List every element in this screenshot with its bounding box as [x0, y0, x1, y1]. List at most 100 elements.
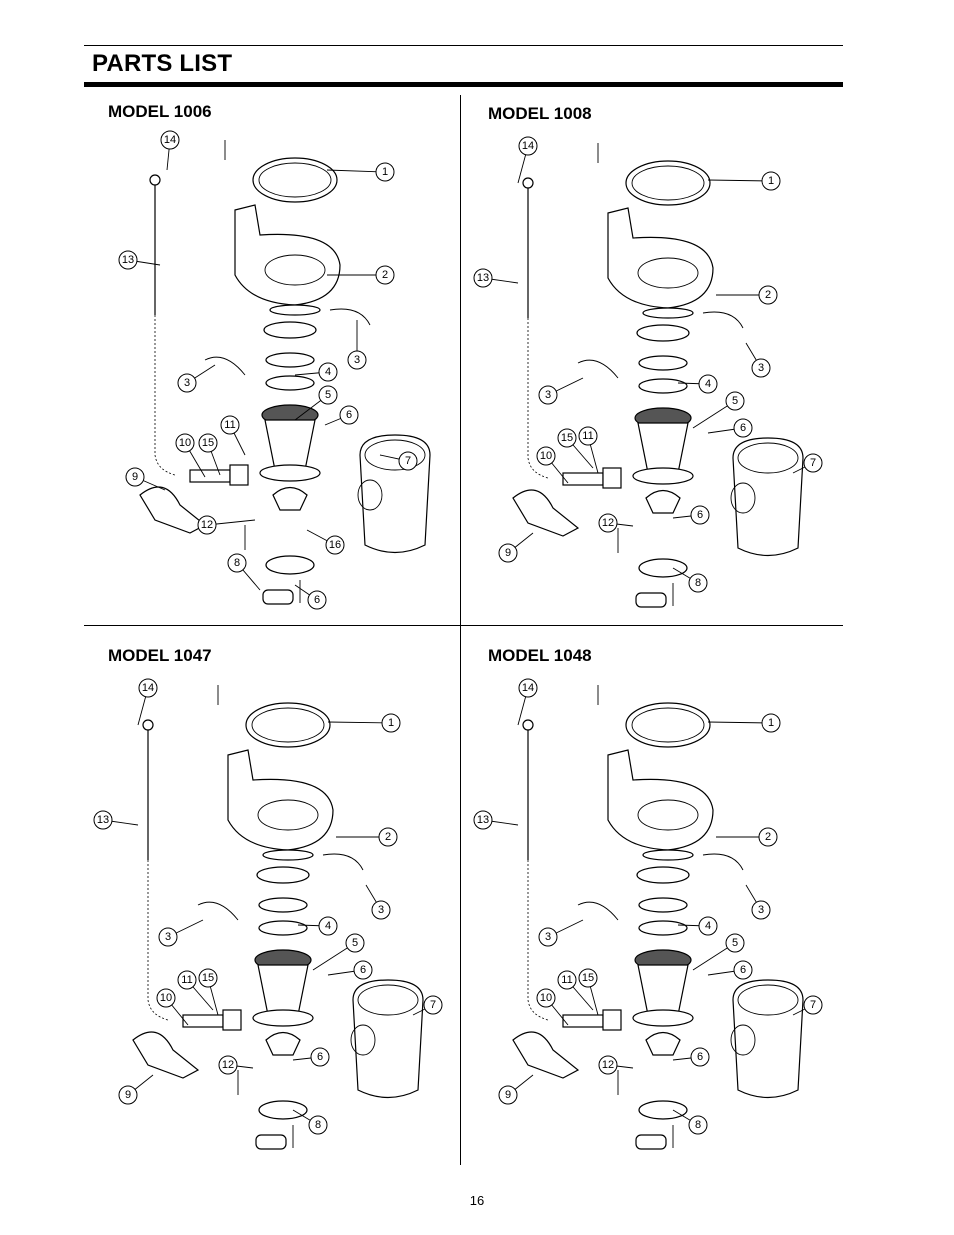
callout-label: 9: [125, 1089, 131, 1101]
valve-plate: [638, 897, 688, 913]
callout-13: 13: [473, 268, 493, 288]
callout-12: 12: [598, 513, 618, 533]
pump-base: [252, 1009, 314, 1027]
valve-assembly: [562, 1014, 604, 1028]
valve-assembly: [189, 469, 231, 483]
callout-label: 14: [522, 682, 534, 694]
callout-11: 11: [220, 415, 240, 435]
bowl-base: [642, 849, 694, 861]
callout-label: 13: [477, 814, 489, 826]
callout-13: 13: [93, 810, 113, 830]
callout-label: 3: [758, 362, 764, 374]
callout-label: 13: [122, 254, 134, 266]
valve-assembly: [182, 1014, 224, 1028]
callout-label: 11: [224, 419, 235, 431]
callout-9: 9: [498, 543, 518, 563]
callout-label: 14: [142, 682, 154, 694]
foot-pedal: [512, 1031, 580, 1079]
callout-2: 2: [758, 285, 778, 305]
callout-label: 13: [477, 272, 489, 284]
clamp-right: [329, 308, 371, 326]
callout-12: 12: [197, 515, 217, 535]
pump-body: [257, 964, 309, 1016]
callout-label: 11: [561, 974, 572, 986]
callout-label: 3: [378, 904, 384, 916]
discharge-flange: [638, 1100, 688, 1120]
callout-6: 6: [310, 1047, 330, 1067]
callout-7: 7: [423, 995, 443, 1015]
callout-label: 3: [165, 931, 171, 943]
gasket-ring: [636, 866, 690, 884]
callout-label: 6: [314, 594, 320, 606]
seat-lid: [245, 702, 331, 748]
model-1006-label: MODEL 1006: [108, 102, 212, 121]
callout-3: 3: [751, 358, 771, 378]
callout-10: 10: [175, 433, 195, 453]
callout-15: 15: [557, 428, 577, 448]
clamp-right: [702, 311, 744, 329]
callout-13: 13: [118, 250, 138, 270]
callout-label: 9: [132, 471, 138, 483]
callout-11: 11: [177, 970, 197, 990]
callout-14: 14: [160, 130, 180, 150]
discharge-fitting: [255, 1134, 287, 1150]
gasket: [638, 920, 688, 936]
header-top-rule: [84, 45, 843, 46]
callout-label: 3: [545, 931, 551, 943]
leader-line: [326, 169, 386, 173]
callout-label: 12: [201, 519, 213, 531]
callout-7: 7: [803, 453, 823, 473]
callout-label: 3: [184, 377, 190, 389]
valve-cap: [602, 1009, 622, 1031]
handle-top: [522, 177, 534, 189]
callout-15: 15: [198, 433, 218, 453]
callout-label: 12: [602, 517, 614, 529]
callout-label: 6: [697, 509, 703, 521]
base-shell: [732, 979, 804, 1099]
model-1047-label: MODEL 1047: [108, 646, 212, 665]
pump-base: [632, 1009, 694, 1027]
discharge-flange: [265, 555, 315, 575]
callout-2: 2: [758, 827, 778, 847]
callout-8: 8: [688, 573, 708, 593]
callout-6: 6: [733, 418, 753, 438]
gasket: [638, 378, 688, 394]
callout-label: 9: [505, 547, 511, 559]
page-title: PARTS LIST: [92, 50, 233, 77]
parts-group: [132, 685, 424, 1150]
callout-14: 14: [518, 136, 538, 156]
callout-label: 5: [325, 389, 331, 401]
callout-label: 8: [695, 577, 701, 589]
gasket: [258, 920, 308, 936]
valve-assembly: [562, 472, 604, 486]
callout-7: 7: [398, 451, 418, 471]
discharge-flange: [258, 1100, 308, 1120]
elbow: [645, 1031, 681, 1056]
foot-pedal: [512, 489, 580, 537]
callout-9: 9: [498, 1085, 518, 1105]
valve-plate: [258, 897, 308, 913]
callout-15: 15: [578, 968, 598, 988]
callout-8: 8: [688, 1115, 708, 1135]
parts-group: [512, 685, 804, 1150]
gasket-ring: [256, 866, 310, 884]
bowl-base: [642, 307, 694, 319]
handle-top: [142, 719, 154, 731]
callout-label: 4: [325, 920, 331, 932]
callout-2: 2: [378, 827, 398, 847]
foot-pedal: [132, 1031, 200, 1079]
callout-10: 10: [536, 446, 556, 466]
clamp-left: [577, 901, 619, 921]
base-shell: [732, 437, 804, 557]
callout-label: 3: [354, 354, 360, 366]
callout-3: 3: [538, 385, 558, 405]
callout-9: 9: [118, 1085, 138, 1105]
callout-label: 3: [545, 389, 551, 401]
handle-path: [527, 860, 549, 1021]
